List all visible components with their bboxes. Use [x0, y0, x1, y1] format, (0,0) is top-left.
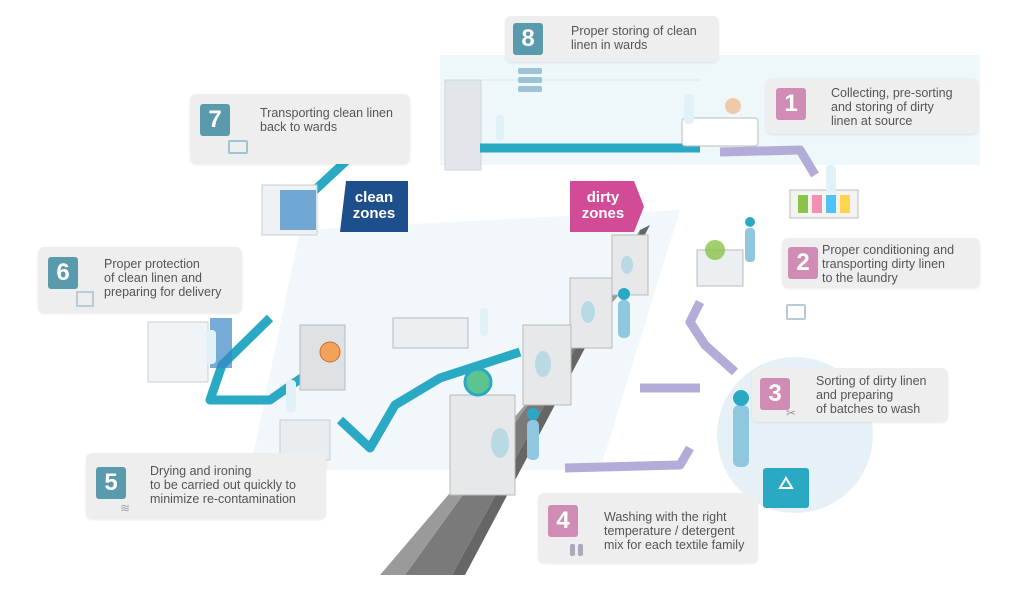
- dirty-zones-line1: dirty: [586, 189, 620, 206]
- step-line: transporting dirty linen: [822, 257, 945, 271]
- step-line: Transporting clean linen: [260, 106, 393, 120]
- recycle-icon: [778, 476, 794, 489]
- disinfection-badge: [463, 367, 493, 397]
- step-line: of clean linen and: [104, 271, 202, 285]
- step-line: Proper storing of clean: [571, 24, 697, 38]
- step-line: minimize re-contamination: [150, 492, 296, 506]
- step-number: 2: [788, 247, 818, 279]
- step-number: 3: [760, 378, 790, 410]
- dirty-zones-badge: dirty zones: [570, 181, 644, 232]
- dirty-zones-line2: zones: [581, 205, 625, 222]
- step-text: Washing with the right temperature / det…: [604, 510, 744, 552]
- step-number: 8: [513, 23, 543, 55]
- clean-path-lower: [336, 347, 522, 453]
- step-line: Collecting, pre-sorting: [831, 86, 953, 100]
- step-line: back to wards: [260, 120, 338, 134]
- step-7-card: 7 Transporting clean linen back to wards: [190, 94, 410, 164]
- step-number: 7: [200, 104, 230, 136]
- step-8-card: 8 Proper storing of clean linen in wards: [505, 16, 719, 62]
- patient-head: [725, 98, 741, 114]
- step-line: of batches to wash: [816, 402, 921, 416]
- dryer-door: [319, 341, 341, 363]
- step-2-card: 2 Proper conditioning and transporting d…: [782, 238, 980, 288]
- step-number: 1: [776, 88, 806, 120]
- dirty-path-to-wash: [564, 445, 694, 473]
- workers: [206, 94, 836, 467]
- dirty-linen-cart: [789, 189, 859, 219]
- bottles-icon: [570, 543, 592, 557]
- package-icon: [76, 291, 94, 307]
- step-text: Proper conditioning and transporting dir…: [822, 243, 954, 285]
- clean-path-main: [205, 314, 313, 405]
- dirty-path-mid: [685, 299, 739, 376]
- step-line: Sorting of dirty linen: [816, 374, 927, 388]
- step-5-card: 5 Drying and ironing to be carried out q…: [86, 453, 326, 519]
- step-text: Sorting of dirty linen and preparing of …: [816, 374, 926, 416]
- step-line: mix for each textile family: [604, 538, 745, 552]
- box-cart-icon: [786, 304, 806, 320]
- step-line: Washing with the right: [604, 510, 727, 524]
- step-line: and preparing: [816, 388, 894, 402]
- step-line: linen in wards: [571, 38, 648, 52]
- clean-zones-line1: clean: [354, 189, 394, 206]
- step-4-card: 4 Washing with the right temperature / d…: [538, 493, 758, 563]
- dirty-linen-bundle: [705, 240, 725, 260]
- steam-icon: ≋: [120, 501, 131, 515]
- step-text: Proper protection of clean linen and pre…: [104, 257, 221, 299]
- step-line: Proper conditioning and: [822, 243, 955, 257]
- step-number: 6: [48, 257, 78, 289]
- linen-trolley: [392, 317, 469, 349]
- clean-zones-badge: clean zones: [340, 181, 408, 232]
- clean-trolley-front: [280, 190, 316, 230]
- step-line: Drying and ironing: [150, 464, 252, 478]
- hospital-bed: [681, 117, 759, 147]
- dirty-path-top: [719, 145, 819, 178]
- step-text: Proper storing of clean linen in wards: [571, 24, 697, 52]
- shelves-icon: [518, 68, 542, 100]
- step-3-card: 3 Sorting of dirty linen and preparing o…: [752, 368, 948, 422]
- step-line: to be carried out quickly to: [150, 478, 296, 492]
- step-text: Drying and ironing to be carried out qui…: [150, 464, 296, 506]
- step-line: Proper protection: [104, 257, 200, 271]
- step-1-card: 1 Collecting, pre-sorting and storing of…: [766, 78, 978, 134]
- step-number: 5: [96, 467, 126, 499]
- trolley-icon: [228, 140, 248, 154]
- step-line: temperature / detergent: [604, 524, 735, 538]
- step-line: to the laundry: [822, 271, 898, 285]
- washing-machines: [449, 234, 649, 496]
- step-line: linen at source: [831, 114, 913, 128]
- clean-storage-cabinet: [147, 321, 209, 383]
- ward-cabinet: [444, 79, 482, 171]
- step-number: 4: [548, 505, 578, 537]
- step-line: and storing of dirty: [831, 100, 934, 114]
- step-line: preparing for delivery: [104, 285, 222, 299]
- clean-path-step7: [310, 157, 350, 195]
- step-text: Transporting clean linen back to wards: [260, 106, 393, 134]
- step-6-card: 6 Proper protection of clean linen and p…: [38, 247, 242, 313]
- step-text: Collecting, pre-sorting and storing of d…: [831, 86, 953, 128]
- scissors-icon: ✂: [786, 406, 797, 420]
- clean-zones-line2: zones: [352, 205, 396, 222]
